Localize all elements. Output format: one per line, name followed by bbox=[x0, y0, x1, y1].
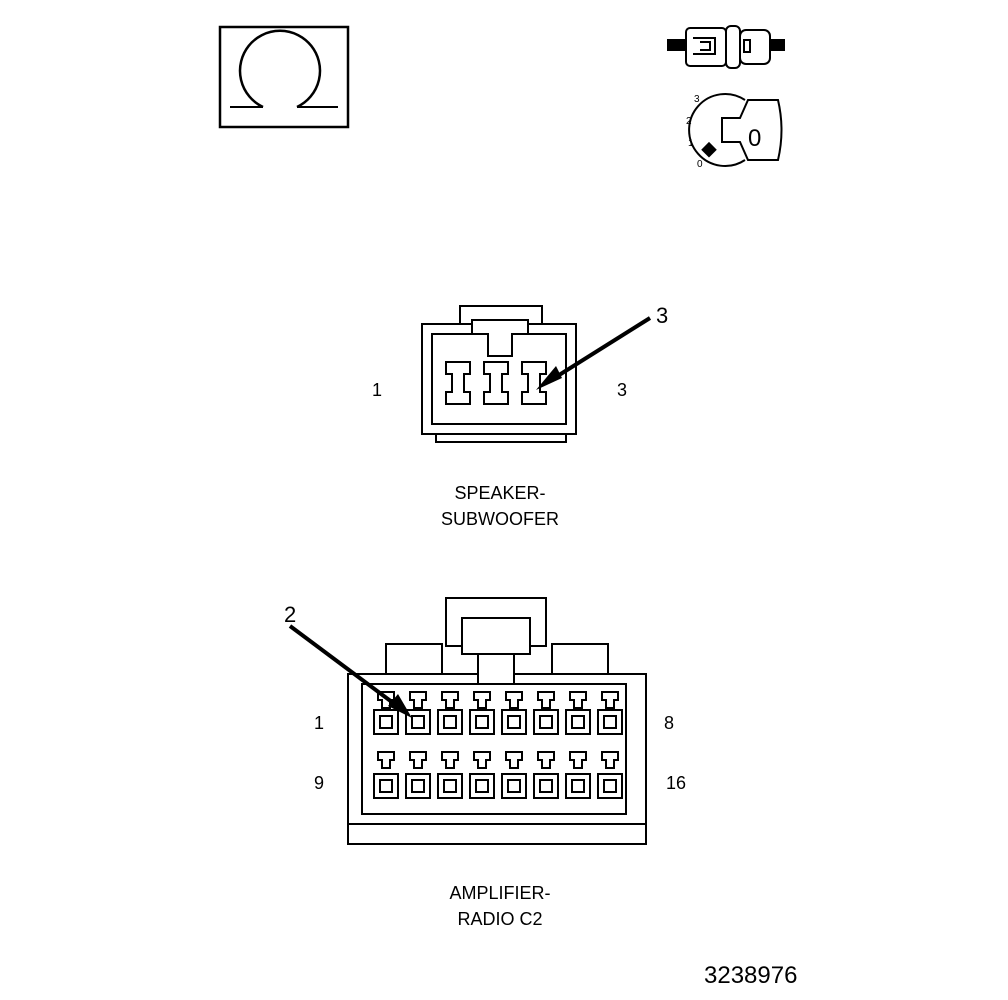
amplifier-pin-cavity bbox=[373, 691, 399, 735]
ignition-position-1: 1 bbox=[688, 138, 694, 149]
amplifier-title-line1: AMPLIFIER- bbox=[449, 883, 551, 903]
ignition-position-3: 3 bbox=[694, 94, 700, 105]
amplifier-pin-cavity bbox=[405, 751, 431, 799]
amplifier-pin-cavity bbox=[437, 751, 463, 799]
ignition-position-2: 2 bbox=[686, 116, 692, 127]
subwoofer-pin-left-label: 1 bbox=[372, 380, 383, 400]
amplifier-pin-grid bbox=[373, 691, 623, 799]
amplifier-pin-cavity bbox=[597, 691, 623, 735]
subwoofer-pin-right-label: 3 bbox=[617, 380, 628, 400]
ignition-key-icon bbox=[688, 93, 783, 167]
amplifier-row1-left-label: 1 bbox=[314, 713, 325, 733]
amplifier-pin-cavity bbox=[533, 751, 559, 799]
amplifier-pin-cavity bbox=[565, 751, 591, 799]
amplifier-pin-cavity bbox=[501, 691, 527, 735]
amplifier-row1-right-label: 8 bbox=[664, 713, 675, 733]
callout-arrow-2 bbox=[288, 624, 412, 718]
amplifier-pin-cavity bbox=[597, 751, 623, 799]
amplifier-pin-cavity bbox=[405, 691, 431, 735]
subwoofer-connector-title: SPEAKER- SUBWOOFER bbox=[370, 480, 630, 532]
amplifier-pin-cavity bbox=[533, 691, 559, 735]
amplifier-pin-cavity bbox=[501, 751, 527, 799]
subwoofer-callout-number: 3 bbox=[656, 303, 668, 328]
amplifier-callout-number: 2 bbox=[284, 602, 296, 627]
amplifier-pin-cavity bbox=[469, 691, 495, 735]
ohm-meter-icon bbox=[218, 25, 350, 129]
ignition-key-label: 0 bbox=[748, 125, 761, 152]
amplifier-pin-cavity bbox=[373, 751, 399, 799]
connector-plug-icon bbox=[667, 25, 785, 69]
subwoofer-pin-cavities bbox=[445, 361, 547, 405]
subwoofer-title-line2: SUBWOOFER bbox=[440, 509, 559, 529]
figure-number: 3238976 bbox=[704, 962, 798, 989]
amplifier-title-line2: RADIO C2 bbox=[457, 909, 543, 929]
amplifier-connector bbox=[347, 597, 647, 845]
callout-arrow-3 bbox=[536, 316, 652, 390]
subwoofer-title-line1: SPEAKER- bbox=[454, 483, 546, 503]
amplifier-pin-cavity bbox=[565, 691, 591, 735]
amplifier-row2-right-label: 16 bbox=[666, 773, 687, 793]
amplifier-pin-cavity bbox=[469, 751, 495, 799]
amplifier-connector-title: AMPLIFIER- RADIO C2 bbox=[370, 880, 630, 932]
ignition-position-0: 0 bbox=[697, 159, 703, 170]
amplifier-row2-left-label: 9 bbox=[314, 773, 325, 793]
amplifier-pin-cavity bbox=[437, 691, 463, 735]
